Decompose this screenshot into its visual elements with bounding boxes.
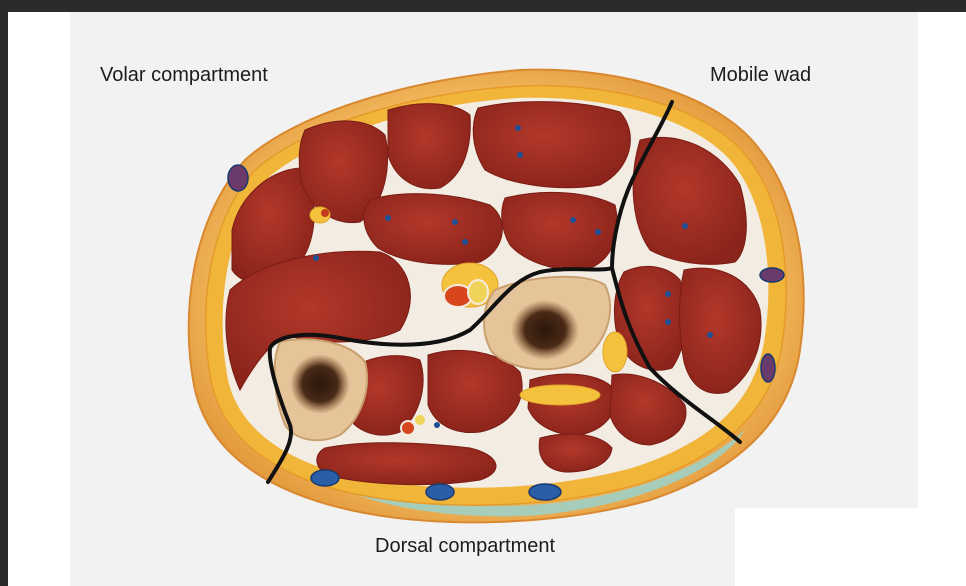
- vessel: [385, 215, 391, 221]
- nerve-bundle: [321, 209, 329, 217]
- vessel: [517, 152, 523, 158]
- vein: [426, 484, 454, 500]
- vessel: [434, 422, 440, 428]
- fat-pad: [520, 385, 600, 405]
- vein: [761, 354, 775, 382]
- vessel: [707, 332, 713, 338]
- vessel: [462, 239, 468, 245]
- vein: [760, 268, 784, 282]
- mobile-wad-label: Mobile wad: [710, 64, 811, 87]
- vessel: [665, 319, 671, 325]
- muscle: [473, 102, 630, 188]
- dorsal-compartment-label: Dorsal compartment: [375, 535, 555, 558]
- vessel: [570, 217, 576, 223]
- ulna-marrow: [511, 300, 579, 360]
- vein: [311, 470, 339, 486]
- nerve-bundle: [415, 415, 425, 425]
- radius-marrow: [290, 354, 350, 414]
- vein: [228, 165, 248, 191]
- nerve-bundle: [401, 421, 415, 435]
- vein: [529, 484, 561, 500]
- vessel: [313, 255, 319, 261]
- vessel: [515, 125, 521, 131]
- vessel: [665, 291, 671, 297]
- muscle: [317, 443, 496, 485]
- volar-compartment-label: Volar compartment: [100, 64, 268, 87]
- vessel: [682, 223, 688, 229]
- fat-pad: [603, 332, 627, 372]
- vessel: [595, 229, 601, 235]
- nerve-bundle: [468, 280, 488, 304]
- vessel: [452, 219, 458, 225]
